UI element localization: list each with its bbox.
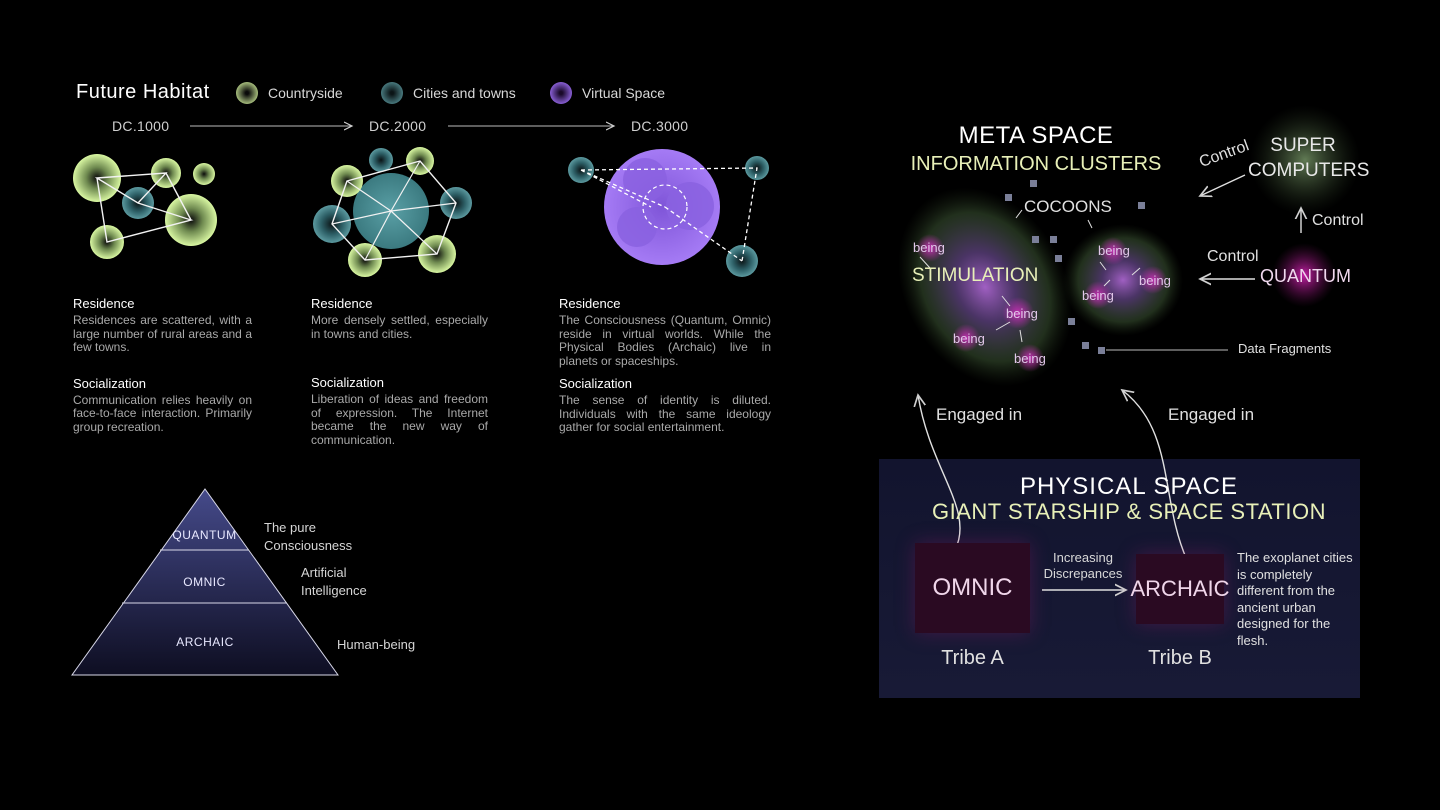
being-label: being xyxy=(1014,351,1046,366)
residence-text: Residences are scattered, with a large n… xyxy=(73,313,252,354)
socialization-text: Communication relies heavily on face-to-… xyxy=(73,392,252,434)
physical-space-subtitle: GIANT STARSHIP & SPACE STATION xyxy=(932,499,1326,524)
being-label: being xyxy=(1139,273,1171,288)
column-dc1000: Residence Residences are scattered, with… xyxy=(73,296,252,434)
super-computers-label: SUPER COMPUTERS xyxy=(1248,133,1370,183)
being-label: being xyxy=(913,240,945,255)
exoplanet-note: The exoplanet cities is completely diffe… xyxy=(1237,550,1353,648)
cities-swatch xyxy=(381,82,403,104)
being-label: being xyxy=(1082,288,1114,303)
socialization-heading: Socialization xyxy=(311,375,384,390)
tribe-a-box: OMNIC xyxy=(915,543,1030,633)
tribe-a-name: Tribe A xyxy=(941,647,1004,669)
socialization-heading: Socialization xyxy=(559,376,632,391)
stimulation-label: STIMULATION xyxy=(912,265,1039,286)
socialization-text: The sense of identity is diluted. Indivi… xyxy=(559,393,771,434)
pyramid-desc-archaic: Human-being xyxy=(337,637,416,652)
tribe-b-box: ARCHAIC xyxy=(1131,554,1230,624)
residence-heading: Residence xyxy=(311,296,373,311)
data-fragments-label: Data Fragments xyxy=(1238,341,1332,356)
tribe-b-name: Tribe B xyxy=(1148,647,1212,669)
being-label: being xyxy=(1098,243,1130,258)
meta-space-glows xyxy=(898,105,1360,387)
legend-label: Cities and towns xyxy=(413,85,516,101)
physical-space-title: PHYSICAL SPACE xyxy=(1019,473,1239,500)
era-label-2: DC.2000 xyxy=(369,118,427,134)
cocoons-label: COCOONS xyxy=(1024,197,1112,216)
meta-space-subtitle: INFORMATION CLUSTERS xyxy=(910,153,1162,175)
residence-heading: Residence xyxy=(73,296,135,311)
pyramid-level-omnic: OMNIC xyxy=(183,575,226,589)
meta-space-title: META SPACE xyxy=(958,122,1114,149)
legend-cities: Cities and towns xyxy=(381,82,516,104)
dc3000-cluster xyxy=(568,149,769,277)
quantum-label: QUANTUM xyxy=(1260,266,1351,286)
virtual-swatch xyxy=(550,82,572,104)
legend-label: Virtual Space xyxy=(582,85,666,101)
discrepancy-line-1: Increasing xyxy=(1053,550,1113,565)
era-label-1: DC.1000 xyxy=(112,118,170,134)
column-dc3000: Residence The Consciousness (Quantum, Om… xyxy=(559,296,771,435)
dc1000-cluster xyxy=(73,154,217,259)
residence-heading: Residence xyxy=(559,296,621,311)
discrepancy-line-2: Discrepances xyxy=(1043,566,1123,581)
discrepancy-label: Increasing Discrepances xyxy=(1038,550,1128,582)
legend-label: Countryside xyxy=(268,85,343,101)
pyramid-level-quantum: QUANTUM xyxy=(172,528,237,542)
pyramid-desc-omnic: Artificial Intelligence xyxy=(301,565,367,598)
control-label-2: Control xyxy=(1312,212,1364,229)
being-label: being xyxy=(1006,306,1038,321)
data-fragment-squares xyxy=(1005,180,1145,354)
pyramid xyxy=(71,488,339,676)
super-computers-line-2: COMPUTERS xyxy=(1248,160,1370,181)
era-label-3: DC.3000 xyxy=(631,118,689,134)
pyramid-level-archaic: ARCHAIC xyxy=(176,635,234,649)
countryside-swatch xyxy=(236,82,258,104)
residence-text: The Consciousness (Quantum, Omnic) resid… xyxy=(559,313,771,368)
socialization-heading: Socialization xyxy=(73,375,146,391)
legend-virtual: Virtual Space xyxy=(550,82,665,104)
engaged-in-label-2: Engaged in xyxy=(1168,405,1255,424)
legend-countryside: Countryside xyxy=(236,82,343,104)
residence-text: More densely settled, especially in town… xyxy=(311,313,488,341)
column-dc2000: Residence More densely settled, especial… xyxy=(311,296,488,447)
being-label: being xyxy=(953,331,985,346)
super-computers-line-1: SUPER xyxy=(1270,135,1336,156)
socialization-text: Liberation of ideas and freedom of expre… xyxy=(311,392,488,447)
control-label-3: Control xyxy=(1207,248,1259,265)
engaged-in-label-1: Engaged in xyxy=(936,405,1023,424)
pyramid-desc-quantum: The pure Consciousness xyxy=(264,520,353,553)
dc2000-cluster xyxy=(313,147,472,277)
page-title: Future Habitat xyxy=(76,81,210,103)
